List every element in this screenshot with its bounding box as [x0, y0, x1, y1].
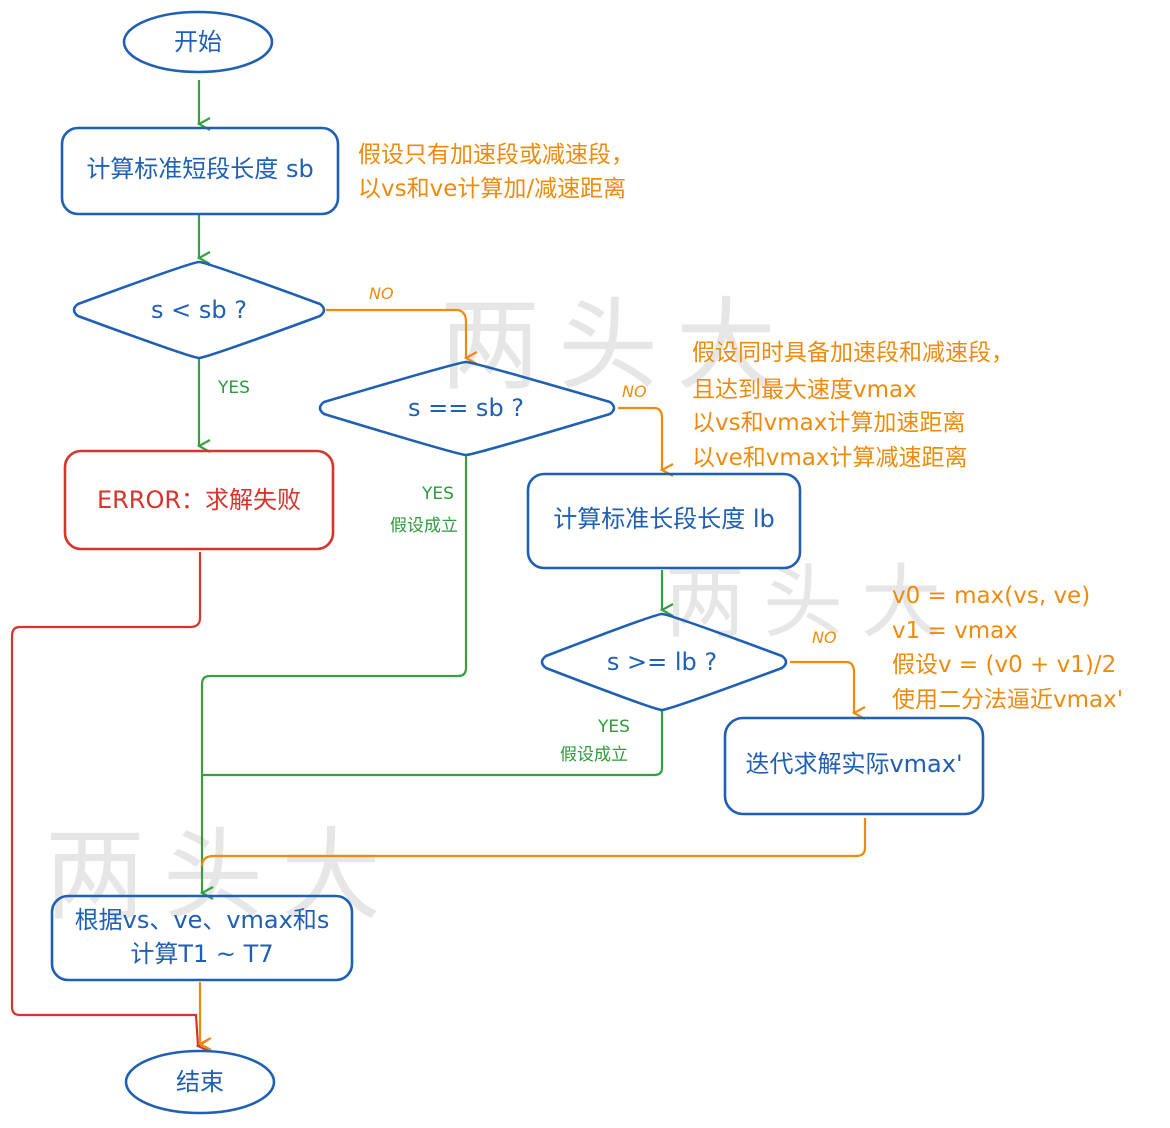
edge-label-yes-3: YES [597, 717, 630, 737]
edge-label-holds-2: 假设成立 [390, 516, 458, 536]
edge-dec2-yes [202, 455, 468, 893]
note-iter-line-4: 使用二分法逼近vmax' [892, 687, 1123, 713]
decision-s-eq-sb: s == sb ? [318, 360, 616, 457]
edge-dec3-no [790, 660, 854, 713]
watermark-2: 两头大 [665, 556, 959, 649]
decision-s-lt-sb-label: s < sb ? [151, 296, 247, 324]
note-lb-line-3: 以vs和vmax计算加速距离 [692, 410, 965, 436]
end-node: 结束 [124, 1049, 276, 1115]
watermark-3: 两头大 [45, 817, 399, 934]
start-node: 开始 [122, 10, 274, 74]
decision-s-ge-lb: s >= lb ? [540, 612, 788, 712]
calc-lb-label: 计算标准长段长度 lb [553, 505, 775, 533]
note-sb: 假设只有加速段或减速段， 以vs和ve计算加/减速距离 [358, 142, 634, 202]
edge-label-yes-2: YES [421, 484, 454, 504]
note-lb-line-4: 以ve和vmax计算减速距离 [692, 445, 967, 471]
note-sb-line-1: 假设只有加速段或减速段， [358, 142, 634, 168]
watermark-1: 两头大 [440, 287, 794, 404]
note-iter-line-2: v1 = vmax [892, 618, 1018, 644]
edge-label-holds-3: 假设成立 [560, 745, 628, 765]
note-lb-line-1: 假设同时具备加速段和减速段， [692, 340, 1014, 366]
edge-label-yes-1: YES [217, 378, 250, 398]
compute-t-label-1: 根据vs、ve、vmax和s [75, 906, 330, 934]
note-lb-line-2: 且达到最大速度vmax [692, 377, 917, 403]
decision-s-eq-sb-label: s == sb ? [408, 394, 524, 422]
compute-t-label-2: 计算T1 ~ T7 [130, 940, 273, 968]
edge-label-no-3: NO [812, 628, 837, 647]
calc-lb-node: 计算标准长段长度 lb [526, 472, 802, 570]
note-iter: v0 = max(vs, ve) v1 = vmax 假设v = (v0 + v… [892, 583, 1123, 713]
iterate-label: 迭代求解实际vmax' [745, 750, 962, 778]
decision-s-lt-sb: s < sb ? [72, 260, 326, 360]
compute-t-node: 根据vs、ve、vmax和s 计算T1 ~ T7 [50, 894, 354, 982]
edge-dec2-no [618, 406, 662, 470]
note-iter-line-3: 假设v = (v0 + v1)/2 [892, 652, 1116, 678]
end-label: 结束 [176, 1068, 224, 1096]
calc-sb-label: 计算标准短段长度 sb [86, 155, 313, 183]
iterate-node: 迭代求解实际vmax' [723, 716, 985, 816]
error-node: ERROR：求解失败 [63, 449, 335, 551]
decision-s-ge-lb-label: s >= lb ? [607, 648, 717, 676]
edge-dec3-yes [202, 710, 664, 777]
edge-label-no-2: NO [622, 382, 647, 401]
note-iter-line-1: v0 = max(vs, ve) [892, 583, 1090, 609]
edge-iter-to-compute [200, 818, 867, 867]
start-label: 开始 [174, 28, 222, 56]
note-sb-line-2: 以vs和ve计算加/减速距离 [358, 176, 626, 202]
edge-label-no-1: NO [369, 284, 394, 303]
error-label: ERROR：求解失败 [97, 486, 301, 514]
edge-error-to-end [10, 552, 200, 1046]
edge-dec1-no [326, 308, 466, 358]
note-lb: 假设同时具备加速段和减速段， 且达到最大速度vmax 以vs和vmax计算加速距… [692, 340, 1014, 471]
calc-sb-node: 计算标准短段长度 sb [60, 126, 340, 216]
